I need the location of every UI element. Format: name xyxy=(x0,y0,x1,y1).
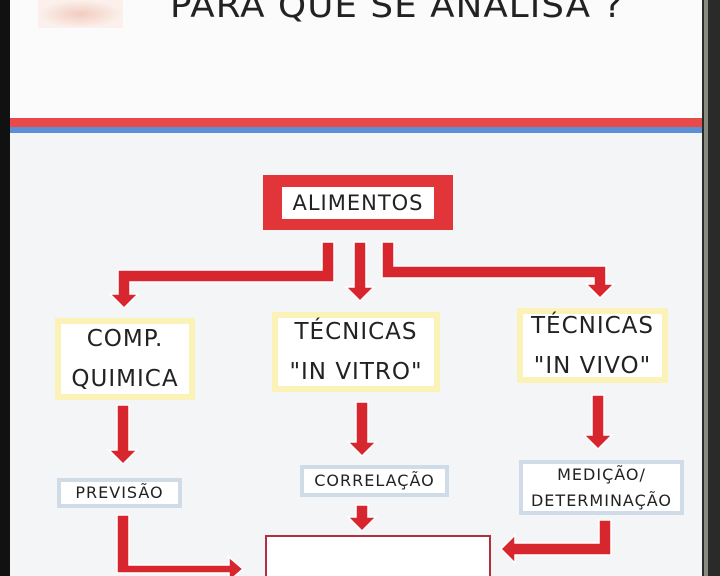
result-box-medicao: MEDIÇÃO/DETERMINAÇÃO xyxy=(519,460,684,515)
arrow-left xyxy=(108,241,335,310)
result-label: MEDIÇÃO/ xyxy=(557,464,646,484)
arrow-correlacao-to-bottom xyxy=(346,504,378,533)
blue-rule xyxy=(10,127,702,133)
result-label: CORRELAÇÃO xyxy=(314,471,435,490)
result-label: PREVISÃO xyxy=(75,483,164,502)
branch-box-in-vivo: TÉCNICAS "IN VIVO" xyxy=(517,308,668,383)
arrows xyxy=(107,241,616,576)
red-rule xyxy=(10,118,702,127)
arrow-medicao-to-bottom xyxy=(499,519,612,565)
branch-label: COMP. xyxy=(86,326,164,352)
branch-label: QUIMICA xyxy=(71,366,179,392)
result-box-correlacao: CORRELAÇÃO xyxy=(300,465,449,497)
arrow-previsao-to-bottom xyxy=(116,514,245,576)
root-label: ALIMENTOS xyxy=(282,186,434,219)
bottom-box xyxy=(265,535,491,576)
arrow-middle xyxy=(344,241,376,303)
branch-box-comp-quimica: COMP. QUIMICA xyxy=(55,318,195,400)
branch-label: TÉCNICAS xyxy=(530,312,655,339)
frame-edge xyxy=(702,0,720,576)
branch-box-in-vitro: TÉCNICAS "IN VITRO" xyxy=(272,312,440,392)
slide-title: PARA QUE SE ANALISA ? xyxy=(170,0,624,26)
logo xyxy=(38,0,123,28)
branch-label: TÉCNICAS xyxy=(294,319,418,345)
arrow-comp-to-previsao xyxy=(107,404,139,466)
slide: PARA QUE SE ANALISA ? ALIMENTOS COMP. QUI… xyxy=(10,0,702,576)
branch-label: "IN VIVO" xyxy=(533,352,652,379)
result-label: DETERMINAÇÃO xyxy=(530,490,672,510)
arrow-vitro-to-correlacao xyxy=(346,401,378,458)
result-box-previsao: PREVISÃO xyxy=(57,478,182,508)
arrow-right xyxy=(381,241,616,300)
branch-label: "IN VITRO" xyxy=(289,359,423,385)
root-box: ALIMENTOS xyxy=(263,175,453,230)
arrow-vivo-to-medicao xyxy=(582,394,614,451)
